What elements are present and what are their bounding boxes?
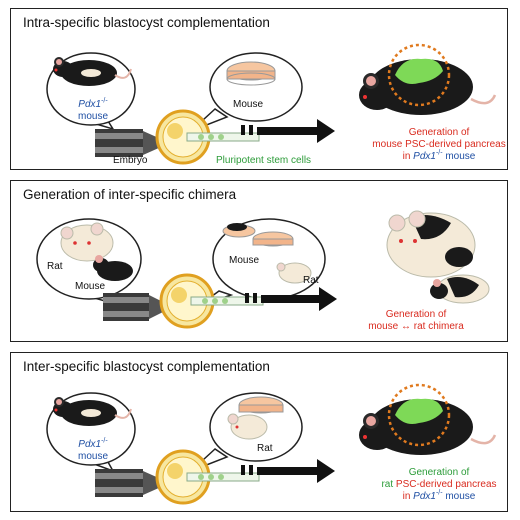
- injection-pipette-icon: [190, 296, 264, 306]
- blastocyst-embryo-icon: [159, 273, 215, 329]
- panel-intra-specific: Intra-specific blastocyst complementatio…: [10, 8, 508, 170]
- micropipette-holder-icon: [103, 293, 165, 321]
- panel-title: Intra-specific blastocyst complementatio…: [23, 15, 270, 30]
- result-label: Generation of mouse PSC-derived pancreas…: [372, 127, 506, 162]
- bubble-label-left: Pdx1-/- mouse: [77, 437, 108, 462]
- rat-icon: [227, 413, 268, 440]
- bubble-label-right: Rat: [257, 443, 273, 454]
- result-label: Generation of mouse ↔ rat chimera: [368, 309, 464, 332]
- bubble-label-mouse-right: Mouse: [229, 255, 260, 266]
- panel-title: Generation of inter-specific chimera: [23, 187, 237, 202]
- arrow-icon: [241, 119, 335, 143]
- pancreas-highlight-icon: [387, 43, 451, 107]
- chimera-rat-icon: [386, 210, 476, 278]
- culture-dish-icon: [222, 223, 294, 247]
- bubble-label-right: Mouse: [233, 99, 264, 110]
- micropipette-holder-icon: [95, 129, 161, 157]
- chimera-mouse-icon: [430, 274, 490, 304]
- bubble-label-mouse: Mouse: [75, 281, 106, 292]
- speech-bubble-right: [196, 218, 326, 308]
- arrow-icon: [241, 459, 335, 483]
- black-mouse-icon: [53, 397, 132, 426]
- panel-illustration: [36, 210, 490, 329]
- micropipette-holder-icon: [95, 469, 161, 497]
- result-label: Generation of rat PSC-derived pancreas i…: [381, 467, 497, 502]
- bubble-label-rat: Rat: [47, 261, 63, 272]
- pancreas-highlight-icon: [387, 383, 451, 447]
- rat-icon-small: [276, 262, 312, 284]
- bubble-label-rat-right: Rat: [303, 275, 319, 286]
- injection-pipette-icon: [186, 132, 260, 142]
- chimera-mouse-icon: [359, 59, 497, 115]
- panel-illustration: [46, 383, 497, 505]
- arrow-icon: [245, 287, 337, 311]
- black-mouse-icon: [93, 255, 133, 281]
- injection-pipette-icon: [186, 472, 260, 482]
- rat-icon: [60, 222, 114, 262]
- culture-dish-icon: [238, 396, 284, 414]
- chimera-mouse-icon: [359, 399, 497, 455]
- bubble-label-left: Pdx1-/- mouse: [77, 97, 108, 122]
- panel-illustration: [46, 43, 497, 165]
- panel-title: Inter-specific blastocyst complementatio…: [23, 359, 270, 374]
- panel-inter-specific-complementation: Inter-specific blastocyst complementatio…: [10, 352, 508, 512]
- culture-dish-icon: [226, 61, 276, 86]
- cells-label: Pluripotent stem cells: [216, 155, 312, 166]
- embryo-label: Embryo: [113, 155, 148, 166]
- panel-inter-specific-chimera: Generation of inter-specific chimera: [10, 180, 508, 342]
- black-mouse-icon: [53, 57, 132, 86]
